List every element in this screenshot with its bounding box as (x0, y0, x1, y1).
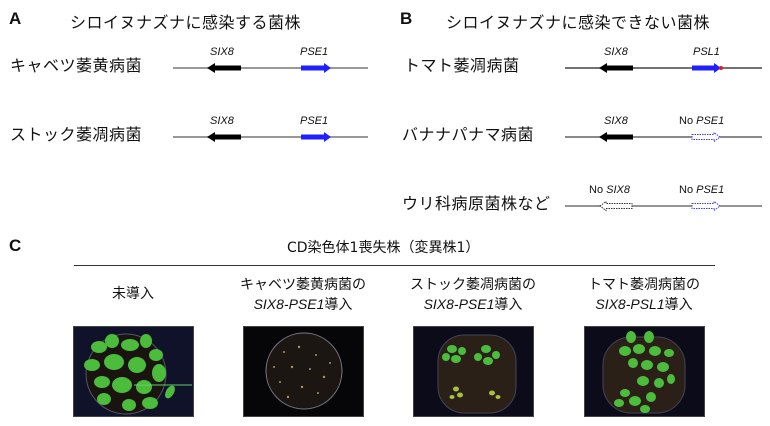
missing-pse1-arrow-icon (691, 200, 721, 212)
plant-pot-icon (84, 333, 192, 415)
plant-pot-icon (602, 331, 686, 414)
psl1-arrow-icon (692, 63, 721, 73)
photo-cabbage-no-plants (243, 326, 364, 417)
column-header-cabbage: キャベツ萎黄病菌の SIX8-PSE1導入 (240, 277, 366, 313)
missing-pse1-arrow-icon (691, 131, 721, 143)
chromosome-track (173, 132, 368, 142)
chromosome-track (565, 200, 762, 212)
pse1-arrow-icon (301, 132, 331, 142)
panel-b-letter: B (400, 9, 413, 28)
panel-c-title: CD染色体1喪失株（変異株1） (287, 240, 480, 256)
plant-pot-icon (437, 334, 517, 414)
gene-diagram-cabbage: SIX8 PSE1 (170, 46, 370, 76)
panel-a-letter: A (9, 9, 22, 28)
strain-label-cucurbit: ウリ科病原菌株など (402, 194, 551, 213)
photo-tomato-healthy-plants (584, 326, 705, 417)
no-pse1-label: No PSE1 (679, 184, 725, 196)
strain-label-stock: ストック萎凋病菌 (10, 125, 143, 144)
pse1-label: PSE1 (300, 46, 329, 58)
six8-label: SIX8 (210, 115, 234, 127)
panel-a-title: シロイヌナズナに感染する菌株 (70, 13, 302, 32)
strain-label-cabbage: キャベツ萎黄病菌 (10, 56, 143, 75)
six8-label: SIX8 (210, 46, 234, 58)
strain-label-banana: バナナパナマ病菌 (402, 125, 535, 144)
panel-c-letter: C (9, 236, 22, 255)
chromosome-track (565, 131, 762, 143)
panel-c-divider (74, 265, 715, 266)
column-header-stock: ストック萎凋病菌の SIX8-PSE1導入 (410, 277, 536, 313)
psl1-label: PSL1 (693, 46, 720, 58)
variant-tip-icon (719, 66, 723, 70)
six8-arrow-icon (599, 132, 633, 142)
six8-label: SIX8 (604, 115, 628, 127)
six8-arrow-icon (599, 63, 633, 73)
panel-b-title: シロイヌナズナに感染できない菌株 (446, 13, 711, 32)
no-pse1-label: No PSE1 (679, 115, 725, 127)
gene-diagram-banana: SIX8 No PSE1 (562, 115, 767, 145)
strain-label-tomato: トマト萎凋病菌 (404, 56, 520, 75)
gene-diagram-cucurbit: No SIX8 No PSE1 (562, 184, 767, 214)
column-header-tomato: トマト萎凋病菌の SIX8-PSL1導入 (588, 277, 700, 313)
gene-diagram-stock: SIX8 PSE1 (170, 115, 370, 145)
six8-label: SIX8 (604, 46, 628, 58)
chromosome-track (565, 63, 762, 73)
photo-control-healthy-plants (73, 326, 194, 417)
six8-arrow-icon (207, 63, 241, 73)
six8-arrow-icon (207, 132, 241, 142)
no-six8-label: No SIX8 (589, 184, 630, 196)
pse1-arrow-icon (301, 63, 331, 73)
photo-stock-small-plants (413, 326, 534, 417)
soil-pot-icon (265, 332, 343, 410)
pse1-label: PSE1 (300, 115, 329, 127)
gene-diagram-tomato: SIX8 PSL1 (562, 46, 767, 76)
missing-six8-arrow-icon (599, 200, 633, 212)
column-header-control: 未導入 (112, 286, 154, 302)
chromosome-track (173, 63, 368, 73)
